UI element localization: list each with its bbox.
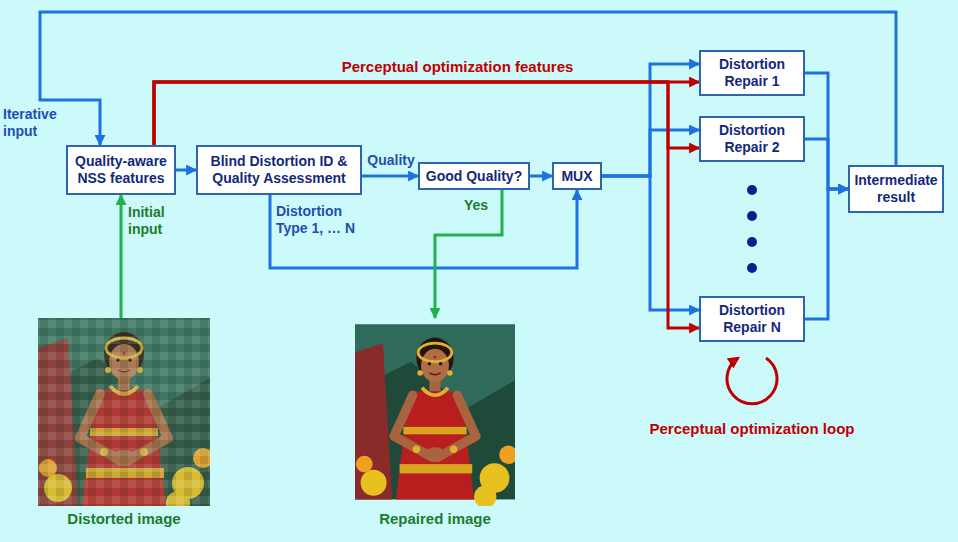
edge-label: Initial input — [128, 204, 184, 238]
flow-arrow — [270, 190, 577, 268]
ellipsis-dot — [747, 185, 757, 195]
box-label: Intermediate result — [854, 172, 937, 206]
box-label: Distortion Repair N — [706, 302, 798, 336]
edge-label: Distortion Type 1, … N — [276, 203, 360, 237]
box-label: Blind Distortion ID & Quality Assessment — [203, 153, 355, 187]
ellipsis-dot — [747, 263, 757, 273]
repair-box: Distortion Repair N — [699, 296, 805, 342]
image-node: Distorted image — [30, 318, 218, 528]
box-label: Good Quality? — [426, 168, 522, 185]
flow-arrow — [154, 82, 699, 328]
flow-arrow — [805, 189, 848, 319]
color-wash — [38, 318, 210, 506]
image-node: Repaired image — [345, 318, 525, 528]
repaired-photo — [355, 325, 518, 508]
edge-label: Yes — [464, 197, 496, 214]
photo — [38, 318, 213, 515]
flow-arrow — [154, 82, 699, 148]
loop-label: Perceptual optimization loop — [632, 420, 872, 438]
distorted-photo — [38, 318, 213, 515]
flow-arrow — [154, 82, 699, 145]
image-caption: Repaired image — [379, 510, 491, 528]
process-box: Blind Distortion ID & Quality Assessment — [196, 145, 362, 195]
image-caption: Distorted image — [67, 510, 180, 528]
ellipsis-dot — [747, 237, 757, 247]
blocking-artifacts — [38, 318, 210, 506]
box-label: Distortion Repair 1 — [706, 56, 798, 90]
mux-box: MUX — [552, 162, 602, 190]
loop-arrow — [727, 358, 777, 404]
flow-arrow — [805, 139, 848, 189]
repair-box: Distortion Repair 1 — [699, 50, 805, 96]
box-label: Quality-aware NSS features — [73, 153, 169, 187]
edge-label: Perceptual optimization features — [285, 58, 630, 76]
box-label: MUX — [561, 168, 592, 185]
edge-label: Quality — [364, 152, 418, 169]
flow-arrow — [176, 169, 196, 172]
ellipsis-dot — [747, 211, 757, 221]
box-label: Distortion Repair 2 — [706, 122, 798, 156]
flow-arrow — [40, 12, 896, 165]
flow-arrow — [602, 176, 699, 310]
flow-arrow — [362, 175, 418, 178]
feature-box: Quality-aware NSS features — [66, 145, 176, 195]
flow-arrow — [530, 175, 552, 178]
result-box: Intermediate result — [848, 165, 944, 213]
repair-box: Distortion Repair 2 — [699, 116, 805, 162]
flow-arrow — [120, 195, 123, 318]
flow-arrow — [602, 130, 699, 176]
photo — [355, 325, 518, 508]
flow-arrow — [805, 73, 848, 189]
decision-box: Good Quality? — [418, 162, 530, 190]
flow-arrow — [435, 190, 502, 318]
edge-label: Iterative input — [3, 106, 61, 140]
